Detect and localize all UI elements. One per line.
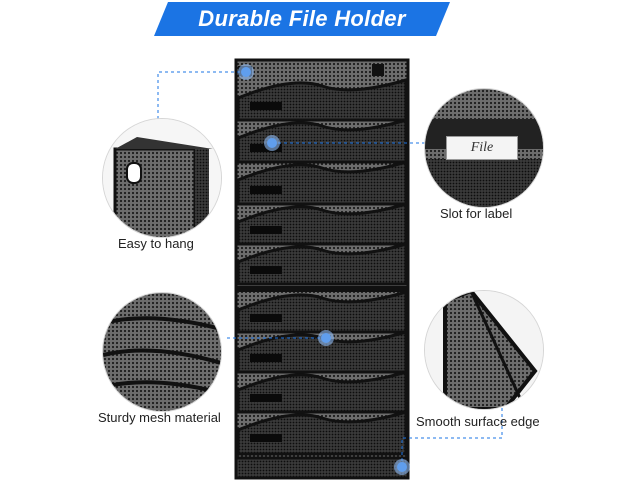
banner-title: Durable File Holder [198, 6, 406, 31]
callout-mesh-detail [102, 292, 222, 412]
title-banner [154, 2, 450, 36]
feature-label-edge: Smooth surface edge [416, 414, 540, 429]
file-holder-image [234, 58, 410, 480]
feature-label-hang: Easy to hang [118, 236, 194, 251]
label-card-text: File [470, 140, 494, 155]
callout-edge-detail [424, 290, 544, 410]
feature-label-mesh: Sturdy mesh material [98, 410, 221, 425]
label-card: File [446, 136, 518, 160]
feature-label-slot: Slot for label [440, 206, 513, 221]
callout-hang-detail [102, 118, 222, 238]
